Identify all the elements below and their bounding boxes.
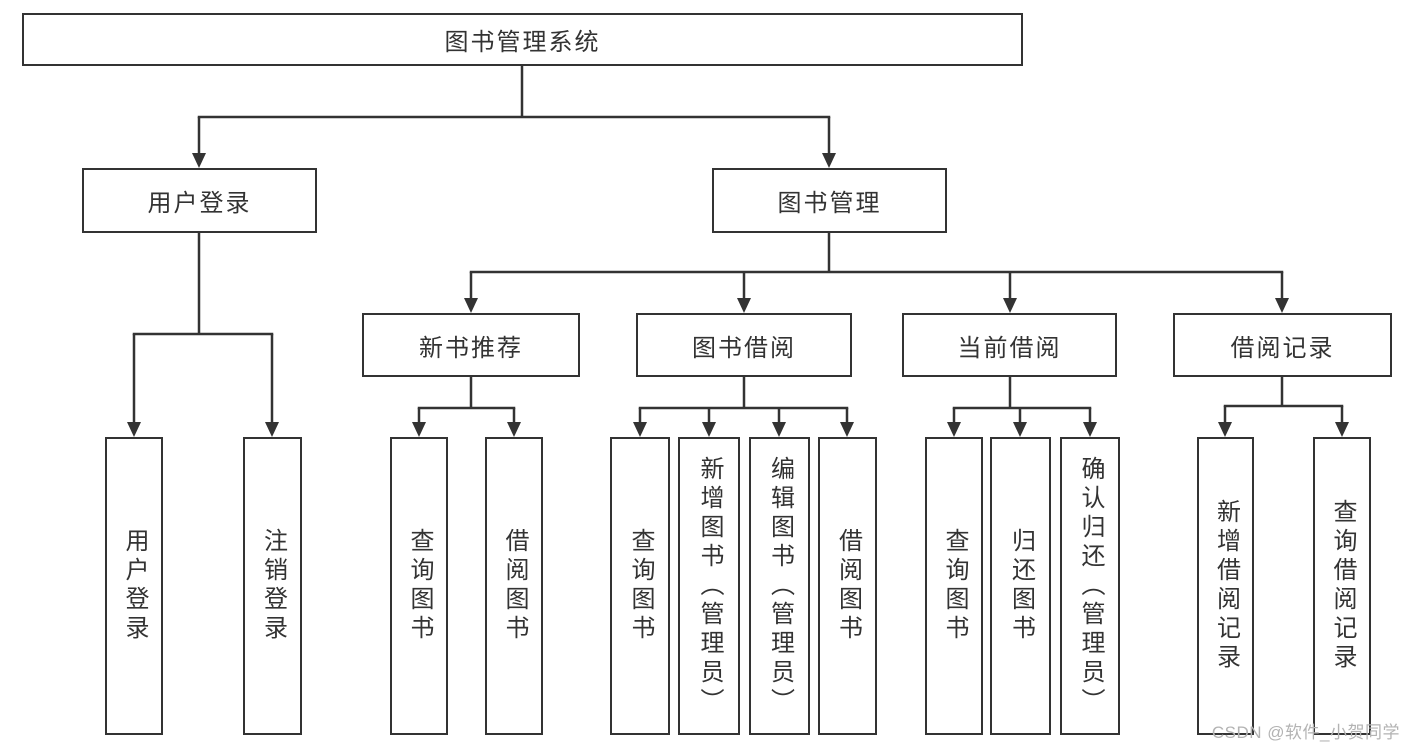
leaf-edit-book-admin: 编辑图书（管理员） bbox=[749, 437, 810, 735]
leaf-query-books-3: 查询图书 bbox=[925, 437, 983, 735]
node-book-borrowing: 图书借阅 bbox=[636, 313, 852, 377]
arrowheads bbox=[127, 117, 1349, 437]
leaf-add-borrow-record: 新增借阅记录 bbox=[1197, 437, 1254, 735]
leaf-borrow-books-2: 借阅图书 bbox=[818, 437, 877, 735]
node-borrowing-records: 借阅记录 bbox=[1173, 313, 1392, 377]
leaf-confirm-return-admin: 确认归还（管理员） bbox=[1060, 437, 1120, 735]
leaf-add-book-admin: 新增图书（管理员） bbox=[678, 437, 740, 735]
leaf-user-login: 用户登录 bbox=[105, 437, 163, 735]
watermark: CSDN @软件_小贺同学 bbox=[1211, 723, 1400, 742]
node-library-management-system: 图书管理系统 bbox=[22, 13, 1023, 66]
node-book-management: 图书管理 bbox=[712, 168, 947, 233]
connector-backbone bbox=[132, 64, 1344, 410]
leaf-return-book: 归还图书 bbox=[990, 437, 1051, 735]
leaf-logout-login: 注销登录 bbox=[243, 437, 302, 735]
leaf-query-borrow-record: 查询借阅记录 bbox=[1313, 437, 1371, 735]
leaf-query-books-1: 查询图书 bbox=[390, 437, 448, 735]
node-user-login: 用户登录 bbox=[82, 168, 317, 233]
node-current-borrowing: 当前借阅 bbox=[902, 313, 1117, 377]
leaf-query-books-2: 查询图书 bbox=[610, 437, 670, 735]
leaf-borrow-books-1: 借阅图书 bbox=[485, 437, 543, 735]
node-new-book-recommendation: 新书推荐 bbox=[362, 313, 580, 377]
